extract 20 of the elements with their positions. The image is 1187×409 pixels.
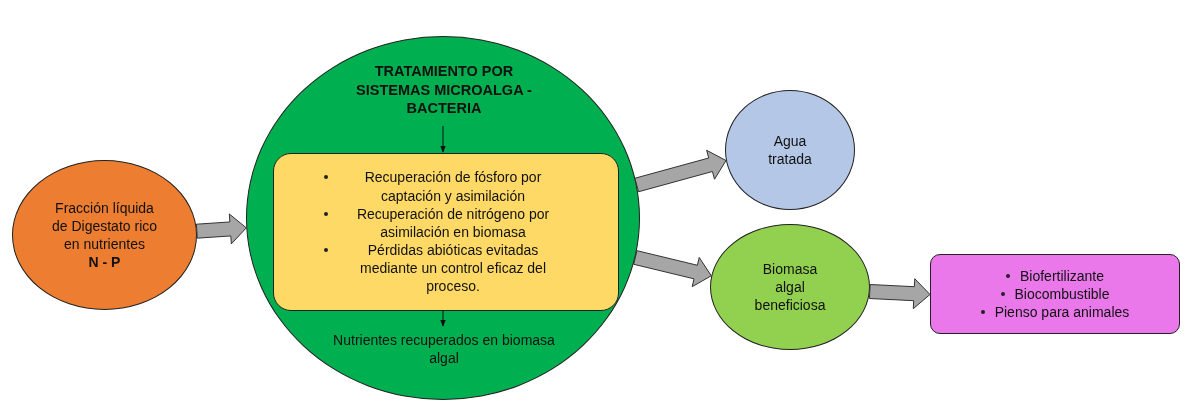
block-arrow (634, 149, 727, 193)
arrow (440, 125, 446, 153)
block-arrow (868, 278, 931, 310)
arrow (440, 309, 446, 327)
node-label: Biomasa algal beneficiosa (754, 259, 826, 315)
node-label: N - P (88, 253, 121, 272)
caption-text: Nutrientes recuperados en biomasa algal (332, 330, 556, 368)
list-item-text: Biofertilizante (1019, 266, 1104, 285)
heading-text: TRATAMIENTO POR SISTEMAS MICROALGA - BACTERIA (355, 61, 533, 119)
list-item-text: Biocombustible (1014, 284, 1110, 304)
node-label: Fracción líquida de Digestato rico en nutrientes (51, 198, 158, 254)
node-label: Agua tratada (767, 131, 813, 169)
list-item-text: Pérdidas abióticas evitadas mediante un control eficaz del proceso. (359, 241, 547, 296)
rounded-box (930, 254, 1180, 334)
block-arrow (633, 250, 712, 288)
rounded-box (273, 153, 619, 311)
list-item-text: Recuperación de nitrógeno por asimilación en biomasa (355, 204, 551, 242)
block-arrow (195, 213, 247, 245)
list-item-text: Recuperación de fósforo por captación y asimilación (363, 168, 543, 205)
list-item-text: Pienso para animales (994, 303, 1130, 322)
